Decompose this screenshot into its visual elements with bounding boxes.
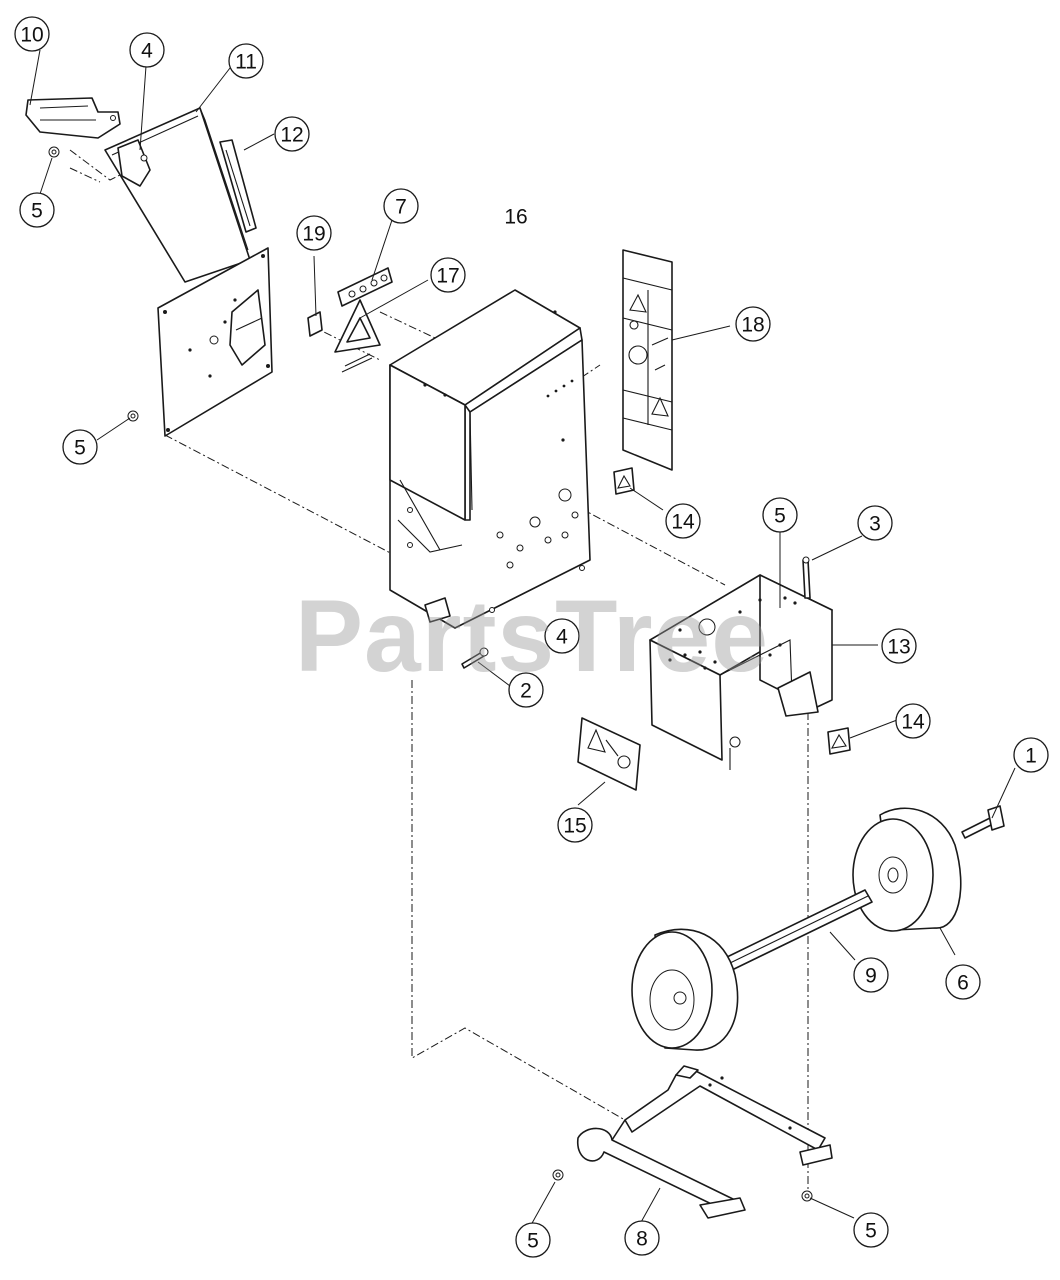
callout-15-label: 15 [563, 815, 586, 838]
callout-5-handle-label: 5 [31, 200, 43, 223]
callout-7-label: 7 [395, 196, 407, 219]
callout-3-label: 3 [869, 513, 881, 536]
callout-5-handle: 5 [19, 192, 55, 228]
callout-13-label: 13 [887, 636, 910, 659]
bolts [461, 556, 1005, 839]
leader-lines [29, 49, 1016, 1226]
callout-2: 2 [508, 672, 544, 708]
callout-2-label: 2 [520, 680, 532, 703]
callout-9-label: 9 [865, 965, 877, 988]
callout-5-frame-left-label: 5 [527, 1230, 539, 1253]
callout-10-label: 10 [20, 24, 43, 47]
callout-6-label: 6 [957, 972, 969, 995]
callout-5-plate: 5 [62, 429, 98, 465]
callout-4-housing: 4 [544, 618, 580, 654]
callout-8-label: 8 [636, 1228, 648, 1251]
callout-1: 1 [1013, 737, 1049, 773]
feed-chute-part [104, 107, 273, 437]
callout-17: 17 [430, 257, 466, 293]
engine-mount-bracket-part [649, 574, 833, 770]
deflector-strip-part [219, 139, 257, 233]
chute-handle-part [25, 97, 121, 139]
callout-14-housing: 14 [665, 503, 701, 539]
callout-5-bracket: 5 [762, 497, 798, 533]
warning-decal-sheet [622, 249, 673, 471]
wheel-left-part [631, 928, 739, 1051]
callout-3: 3 [857, 505, 893, 541]
callout-4-housing-label: 4 [556, 626, 568, 649]
callout-9: 9 [853, 957, 889, 993]
callout-18-label: 18 [741, 314, 764, 337]
bracket-decal [577, 717, 641, 791]
base-frame-part [577, 1065, 833, 1219]
callout-5-plate-label: 5 [74, 437, 86, 460]
triangle-decals [613, 467, 851, 755]
callout-16-label: 16 [504, 206, 527, 229]
main-housing-part [389, 289, 591, 629]
callout-5-frame-left: 5 [515, 1222, 551, 1258]
callout-19-label: 19 [302, 223, 325, 246]
callout-11-label: 11 [235, 51, 257, 74]
callout-5-frame-right-label: 5 [865, 1220, 877, 1243]
callout-14-bracket: 14 [895, 703, 931, 739]
callout-17-label: 17 [436, 265, 459, 288]
callout-14-bracket-label: 14 [901, 711, 925, 734]
callout-18: 18 [735, 306, 771, 342]
wheel-right-part [852, 807, 962, 932]
axle-part [724, 889, 873, 971]
callout-19: 19 [296, 215, 332, 251]
callout-15: 15 [557, 807, 593, 843]
callout-11: 11 [228, 43, 264, 79]
callout-6: 6 [945, 964, 981, 1000]
callout-12-label: 12 [280, 124, 303, 147]
callout-13: 13 [881, 628, 917, 664]
callout-5-frame-right: 5 [853, 1212, 889, 1248]
callout-14-housing-label: 14 [671, 511, 695, 534]
callout-8: 8 [624, 1220, 660, 1256]
callout-7: 7 [383, 188, 419, 224]
callout-1-label: 1 [1025, 745, 1037, 768]
callout-10: 10 [14, 16, 50, 52]
callout-12: 12 [274, 116, 310, 152]
callout-4-top-label: 4 [141, 40, 153, 63]
callout-5-bracket-label: 5 [774, 505, 786, 528]
callout-4-top: 4 [129, 32, 165, 68]
small-decals [307, 267, 393, 373]
